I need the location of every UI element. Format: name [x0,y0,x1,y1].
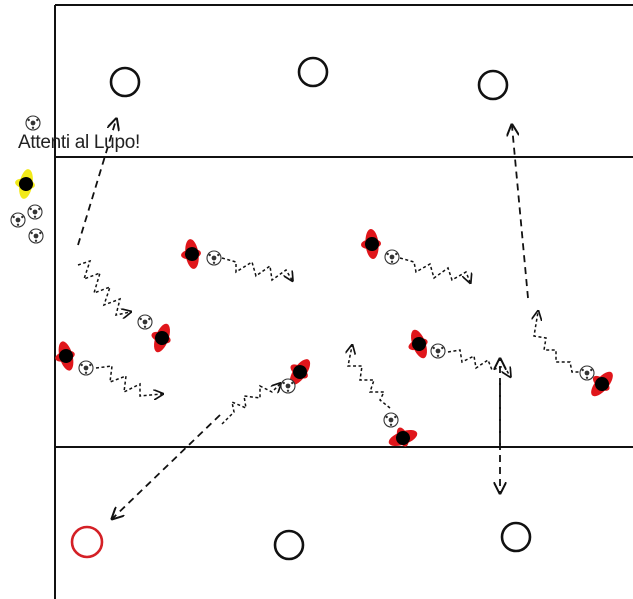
spare-ball [28,228,44,244]
ball [206,250,222,266]
field-lines [54,4,633,599]
ball [137,314,153,330]
dribble-paths [77,257,584,425]
dribble-path [95,365,162,396]
dribble-path [399,257,470,282]
target-circles [70,56,532,561]
target-circle [500,521,532,553]
dribble-path [221,384,280,425]
balls [10,115,595,428]
run-arrow [77,120,116,246]
ball [430,343,446,359]
drill-caption: Attenti al Lupo! [18,132,140,153]
dribble-path [447,349,510,376]
ball [280,378,296,394]
target-circle [109,66,141,98]
red-player [403,326,433,362]
yellow-wolf-player [12,167,38,201]
ball [384,249,400,265]
dribble-path [77,259,130,315]
ball [579,365,595,381]
spare-ball [25,115,41,131]
red-player [179,237,204,271]
players [12,167,619,452]
dribble-path [221,257,292,280]
target-circle [297,56,329,88]
ball [383,412,399,428]
target-circle [477,69,509,101]
run-arrow [512,126,529,299]
ball [78,360,94,376]
red-player [359,228,383,260]
dribble-path [534,312,584,373]
target-circle-red [70,525,104,559]
target-circle [273,529,305,561]
spare-ball [10,212,26,228]
run-arrow [113,414,221,518]
spare-ball [27,204,43,220]
dribble-path [348,346,391,409]
dashed-arrows [77,120,529,518]
